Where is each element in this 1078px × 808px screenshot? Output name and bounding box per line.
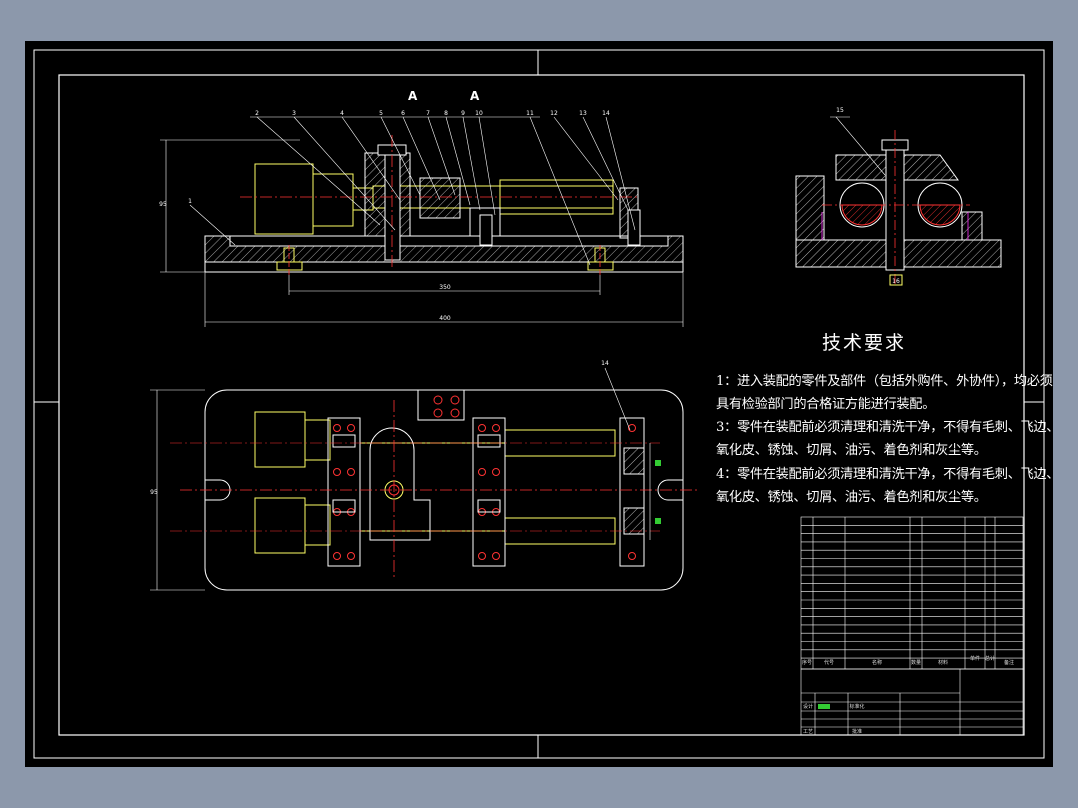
bom-header-name: 名称 xyxy=(872,659,882,666)
balloon-8: 8 xyxy=(444,110,448,117)
center-marks xyxy=(34,50,1044,758)
tech-requirement-line-6: 氧化皮、锈蚀、切屑、油污、着色剂和灰尘等。 xyxy=(716,490,987,505)
balloon-10: 10 xyxy=(475,110,483,117)
bom-header-unit-weight: 单件 xyxy=(970,655,980,662)
plan-view xyxy=(150,367,700,591)
inner-frame xyxy=(58,74,1025,736)
title-block-standard: 标准化 xyxy=(849,703,864,710)
balloon-13: 13 xyxy=(579,110,587,117)
tech-requirement-line-1: 1：进入装配的零件及部件（包括外购件、外协件），均必须 xyxy=(716,374,1053,389)
label-layer: 2 3 4 5 6 7 8 9 10 11 12 13 14 1 15 16 14 350 400 95 95 序号 代号 名… xyxy=(150,107,1014,735)
balloon-5: 5 xyxy=(379,110,383,117)
front-view xyxy=(160,116,684,327)
balloon-2: 2 xyxy=(255,110,259,117)
section-label-a-left: A xyxy=(408,89,418,103)
title-block xyxy=(800,668,1024,736)
balloon-15: 15 xyxy=(836,107,844,114)
balloon-1: 1 xyxy=(188,198,192,205)
bom-header-qty: 数量 xyxy=(911,659,921,666)
tech-requirement-line-2: 具有检验部门的合格证方能进行装配。 xyxy=(716,397,936,412)
dimension-plan-width: 95 xyxy=(150,489,158,496)
dimension-height: 95 xyxy=(159,201,167,208)
dimension-inner: 350 xyxy=(439,284,451,291)
balloon-14: 14 xyxy=(602,110,610,117)
dimension-overall: 400 xyxy=(439,315,451,322)
bom-table xyxy=(800,516,1024,670)
title-block-approve: 批准 xyxy=(852,728,862,735)
outer-frame xyxy=(33,49,1045,759)
balloon-12: 12 xyxy=(550,110,558,117)
balloon-11: 11 xyxy=(526,110,534,117)
title-block-design: 设计 xyxy=(803,703,813,710)
tech-requirement-line-4: 氧化皮、锈蚀、切屑、油污、着色剂和灰尘等。 xyxy=(716,443,987,458)
cad-drawing-canvas: 2 3 4 5 6 7 8 9 10 11 12 13 14 1 15 16 14 350 400 95 95 序号 代号 名… xyxy=(33,49,1045,759)
side-view xyxy=(795,116,1002,286)
section-label-a-right: A xyxy=(470,89,480,103)
tech-requirements-title: 技术要求 xyxy=(822,332,907,354)
tech-requirement-line-5: 4：零件在装配前必须清理和清洗干净，不得有毛刺、飞边、 xyxy=(716,467,1060,482)
balloon-6: 6 xyxy=(401,110,405,117)
bom-header-total-weight: 总计 xyxy=(985,655,995,662)
balloon-3: 3 xyxy=(292,110,296,117)
balloon-7: 7 xyxy=(426,110,430,117)
balloon-16: 16 xyxy=(892,278,900,285)
balloon-plan-14: 14 xyxy=(601,360,609,367)
title-block-process: 工艺 xyxy=(803,729,813,735)
balloon-9: 9 xyxy=(461,110,465,117)
bom-header-code: 代号 xyxy=(824,659,834,666)
balloon-4: 4 xyxy=(340,110,344,117)
drawing-sheet: 2 3 4 5 6 7 8 9 10 11 12 13 14 1 15 16 14 350 400 95 95 序号 代号 名… xyxy=(25,41,1059,767)
bom-header-no: 序号 xyxy=(802,659,812,666)
bom-header-note: 备注 xyxy=(1004,659,1014,666)
tech-requirement-line-3: 3：零件在装配前必须清理和清洗干净，不得有毛刺、飞边、 xyxy=(716,420,1060,435)
bom-header-material: 材料 xyxy=(938,659,948,666)
